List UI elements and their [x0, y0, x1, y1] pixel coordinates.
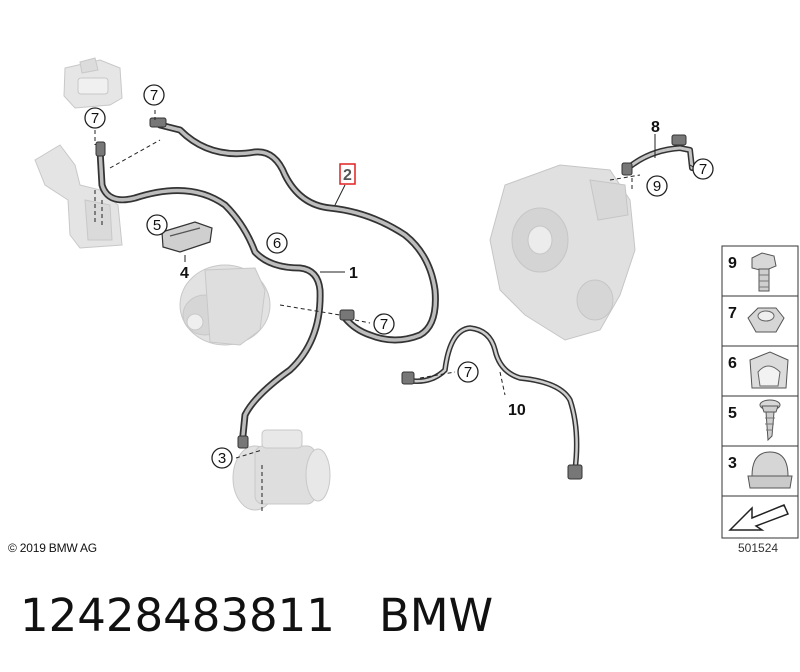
hex-nut-icon	[747, 307, 785, 333]
leader-lines	[94, 110, 696, 512]
callout-number: 5	[153, 217, 161, 234]
callout-7[interactable]: 7	[84, 107, 106, 129]
part-number: 12428483811	[20, 589, 335, 642]
callout-number: 7	[464, 364, 472, 381]
callout-circle	[373, 313, 395, 335]
legend-number-3: 3	[728, 455, 737, 472]
callout-circle	[211, 447, 233, 469]
cable-10	[402, 325, 580, 473]
callout-3[interactable]: 3	[211, 447, 233, 469]
callout-circle	[84, 107, 106, 129]
highlighted-part-label: 2	[343, 167, 352, 184]
cap-nut-icon	[747, 451, 793, 489]
starter-motor-drawing	[232, 429, 331, 511]
legend-number-5: 5	[728, 405, 737, 422]
part-label-8: 8	[651, 119, 660, 136]
callout-7[interactable]: 7	[457, 361, 479, 383]
transfer-case-drawing	[489, 164, 636, 341]
callout-7[interactable]: 7	[373, 313, 395, 335]
body-bracket-drawing	[34, 144, 123, 249]
callout-circle	[692, 158, 714, 180]
parts-diagram: 7 7 5 6 7 7 3 9 7 1 4 8 10 2 9 7 6	[34, 57, 799, 539]
fastener-legend: 9 7 6 5	[721, 245, 799, 539]
legend-number-6: 6	[728, 355, 737, 372]
part-caption: 12428483811 BMW	[20, 586, 493, 646]
callout-number: 7	[380, 316, 388, 333]
callout-circle	[143, 84, 165, 106]
callout-number: 6	[273, 235, 281, 252]
callout-number: 7	[150, 87, 158, 104]
diagram-number: 501524	[738, 541, 779, 555]
relay-module-drawing	[63, 57, 123, 109]
legend-number-9: 9	[728, 255, 737, 272]
terminal-brackets	[95, 117, 687, 480]
part-label-1: 1	[349, 265, 358, 282]
screw-icon	[759, 399, 781, 442]
legend-number-7: 7	[728, 305, 737, 322]
part-label-4: 4	[180, 265, 189, 282]
callout-9[interactable]: 9	[646, 175, 668, 197]
arrow-icon	[728, 504, 790, 531]
callout-7[interactable]: 7	[143, 84, 165, 106]
callout-number: 9	[653, 178, 661, 195]
hex-bolt-icon	[751, 252, 777, 292]
cable-holder-4-drawing	[161, 221, 213, 253]
part-label-10: 10	[508, 402, 526, 419]
callout-5[interactable]: 5	[146, 214, 168, 236]
callout-7[interactable]: 7	[692, 158, 714, 180]
callout-circle	[146, 214, 168, 236]
solid-leaders	[184, 134, 656, 273]
brand-name: BMW	[378, 589, 494, 642]
callout-circle	[457, 361, 479, 383]
callout-number: 3	[218, 450, 226, 467]
cable-clip-icon	[749, 351, 789, 389]
highlighted-part-2[interactable]: 2	[339, 163, 356, 185]
alternator-drawing	[179, 264, 271, 346]
callout-6[interactable]: 6	[266, 232, 288, 254]
callout-number: 7	[699, 161, 707, 178]
copyright-notice: © 2019 BMW AG	[8, 541, 97, 555]
cable-group	[96, 121, 695, 473]
callout-layer: 7 7 5 6 7 7 3 9 7	[84, 84, 714, 469]
callout-circle	[646, 175, 668, 197]
callout-number: 7	[91, 110, 99, 127]
callout-circle	[266, 232, 288, 254]
